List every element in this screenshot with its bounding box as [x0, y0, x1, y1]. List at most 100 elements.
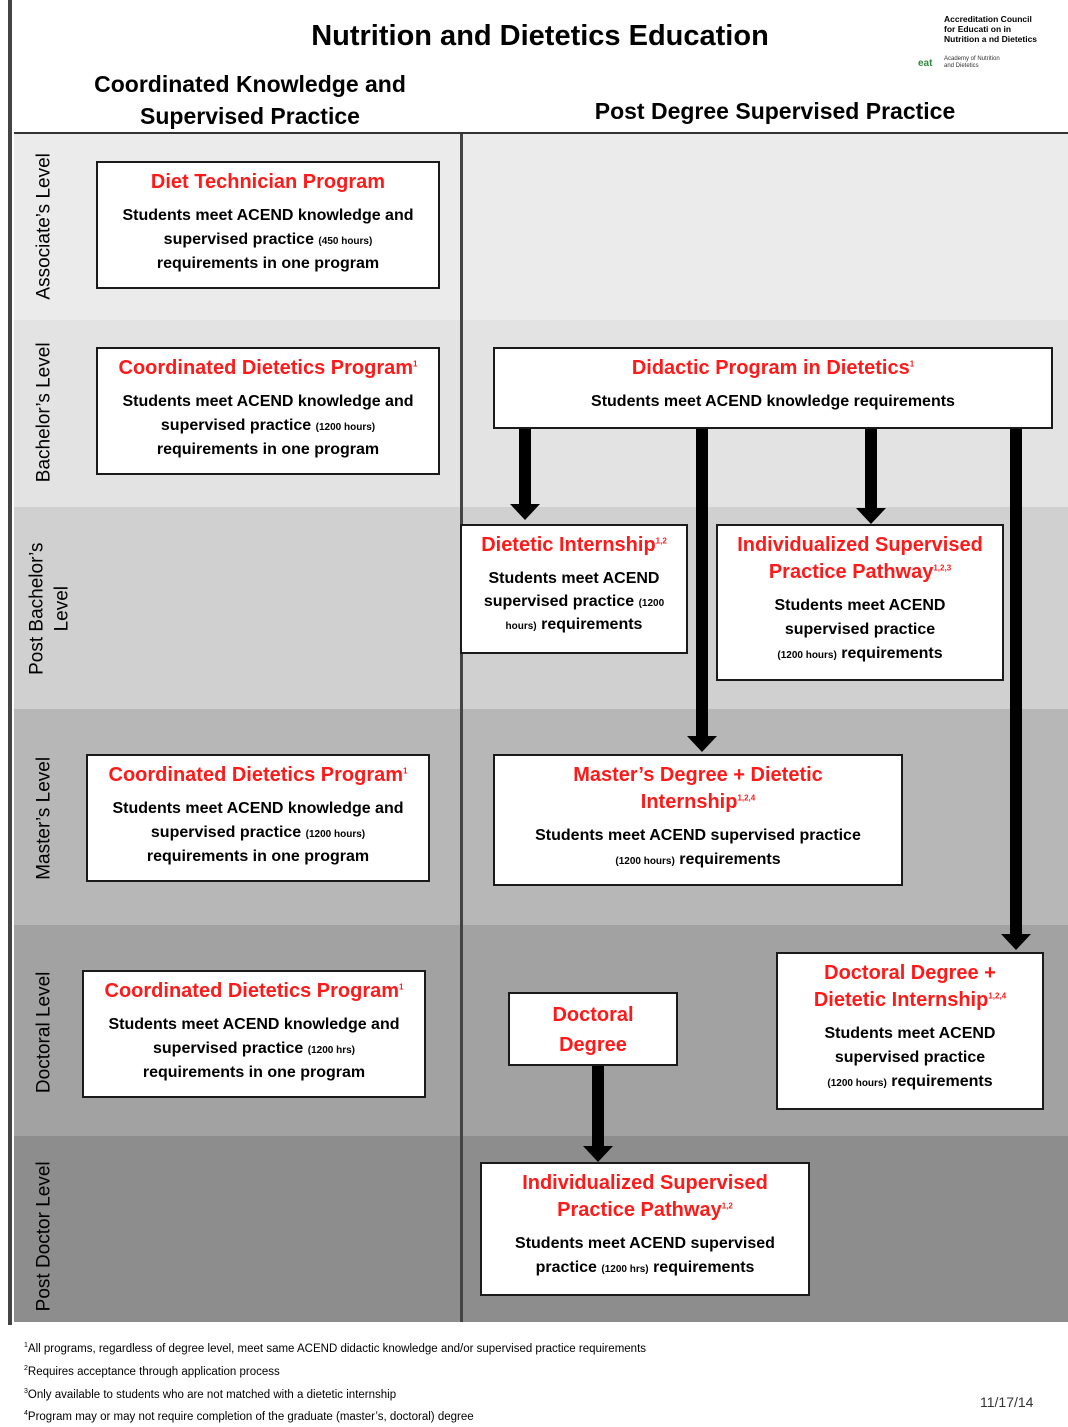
box-diet-technician-hours: (450 hours) — [318, 236, 373, 247]
left-column-heading-line-1: Coordinated Knowledge and — [94, 71, 406, 97]
footnote-text: Only available to students who are not m… — [27, 1388, 397, 1401]
left-column-heading: Coordinated Knowledge and Supervised Pra… — [60, 68, 440, 132]
level-label-post-bachelor-line-2: Level — [51, 585, 72, 632]
box-masters-internship-line-2: requirements — [674, 851, 781, 868]
arrow-dpd-to-internship — [505, 428, 545, 520]
footnote-number: 1 — [24, 1342, 28, 1349]
box-dietetic-internship-line-1: Students meet ACEND — [488, 570, 660, 587]
box-cdp-doctoral-line-2: supervised practice — [153, 1040, 308, 1057]
logo-line-1: Accreditation Council — [944, 14, 1032, 24]
box-masters-internship-footnote: 1,2,4 — [737, 793, 756, 803]
document-date: 11/17/14 — [980, 1394, 1034, 1410]
arrow-doctoral-to-isp — [578, 1066, 618, 1162]
box-isp-post-doctor-line-1: Students meet ACEND supervised — [515, 1235, 775, 1252]
box-isp-post-bachelor-title-2: Practice Pathway — [768, 561, 934, 583]
box-masters-internship-title-1: Master’s Degree + Dietetic — [573, 764, 823, 786]
box-doctoral-internship-footnote: 1,2,4 — [988, 991, 1007, 1001]
box-doctoral-internship-line-3: requirements — [886, 1073, 993, 1090]
footnote-text: Requires acceptance through application … — [27, 1365, 280, 1378]
box-doctoral-internship-title-1: Doctoral Degree + — [824, 962, 996, 984]
box-cdp-bachelor-title: Coordinated Dietetics Program — [118, 357, 414, 379]
logo-mark: eat — [918, 58, 933, 69]
logo-line-2: for Educati on in — [944, 24, 1012, 34]
box-dietetic-internship-title: Dietetic Internship — [481, 534, 656, 556]
box-cdp-doctoral: Coordinated Dietetics Program1 Students … — [82, 970, 426, 1098]
box-cdp-master: Coordinated Dietetics Program1 Students … — [86, 754, 430, 882]
box-isp-post-bachelor-line-3: requirements — [836, 645, 943, 662]
page-title: Nutrition and Dietetics Education — [311, 20, 769, 52]
acend-logo: Accreditation Council for Educati on in … — [916, 14, 1066, 84]
box-isp-post-doctor-title-2: Practice Pathway — [557, 1199, 722, 1221]
box-isp-post-doctor: Individualized Supervised Practice Pathw… — [480, 1162, 810, 1296]
box-masters-internship: Master’s Degree + Dietetic Internship1,2… — [493, 754, 903, 886]
box-cdp-doctoral-hours: (1200 hrs) — [307, 1045, 355, 1056]
box-cdp-master-title: Coordinated Dietetics Program — [108, 764, 404, 786]
box-cdp-master-line-1: Students meet ACEND knowledge and — [112, 800, 404, 817]
footnote-number: 2 — [24, 1364, 28, 1372]
box-doctoral-internship: Doctoral Degree + Dietetic Internship1,2… — [776, 952, 1044, 1110]
box-dpd-footnote: 1 — [909, 359, 915, 369]
box-cdp-doctoral-line-1: Students meet ACEND knowledge and — [108, 1016, 400, 1033]
box-isp-post-bachelor-footnote: 1,2,3 — [933, 563, 952, 573]
box-diet-technician-title: Diet Technician Program — [150, 171, 386, 193]
box-diet-technician-line-3: requirements in one program — [156, 255, 380, 272]
box-isp-post-doctor-line-2: practice — [535, 1259, 602, 1276]
box-dietetic-internship-hours-b: hours) — [505, 621, 537, 633]
box-isp-post-bachelor-title-1: Individualized Supervised — [737, 534, 983, 556]
box-cdp-bachelor-footnote: 1 — [413, 359, 418, 369]
footnote-item: 1All programs, regardless of degree leve… — [24, 1336, 646, 1359]
box-dietetic-internship-line-2: supervised practice — [483, 593, 639, 611]
box-dietetic-internship-hours-a: (1200 — [638, 598, 665, 610]
level-label-post-doctor: Post Doctor Level — [33, 1161, 55, 1312]
box-masters-internship-line-1: Students meet ACEND supervised practice — [535, 827, 861, 844]
box-doctoral-internship-title-2: Dietetic Internship — [813, 989, 989, 1011]
box-isp-post-doctor-hours: (1200 hrs) — [601, 1264, 649, 1275]
box-isp-post-bachelor-line-2: supervised practice — [784, 621, 936, 638]
box-doctoral-degree-title-2: Degree — [559, 1034, 627, 1056]
box-cdp-doctoral-footnote: 1 — [399, 982, 404, 992]
box-cdp-master-footnote: 1 — [403, 766, 408, 776]
box-cdp-bachelor-line-1: Students meet ACEND knowledge and — [122, 393, 414, 410]
box-cdp-bachelor-line-2: supervised practice — [160, 417, 316, 434]
box-cdp-master-line-2: supervised practice — [150, 824, 306, 841]
arrow-dpd-to-isp — [851, 428, 891, 524]
box-dpd-line-1: Students meet ACEND knowledge requiremen… — [591, 393, 955, 410]
box-dpd-title: Didactic Program in Dietetics — [631, 357, 910, 379]
footnote-text: Program may or may not require completio… — [27, 1411, 474, 1424]
level-label-post-bachelor-line-1: Post Bachelor’s — [26, 542, 48, 675]
box-dietetic-internship-footnote: 1,2 — [655, 536, 667, 546]
box-isp-post-bachelor-hours: (1200 hours) — [777, 650, 837, 661]
arrow-dpd-to-masters — [682, 428, 722, 752]
box-cdp-doctoral-line-3: requirements in one program — [142, 1064, 366, 1081]
arrow-dpd-to-doctoral-di — [996, 428, 1036, 950]
left-border — [8, 0, 12, 1325]
box-diet-technician-line-2: supervised practice — [163, 231, 319, 248]
box-cdp-bachelor-line-3: requirements in one program — [156, 441, 380, 458]
level-label-post-bachelor: Post Bachelor’s Level — [25, 509, 74, 709]
left-column-heading-line-2: Supervised Practice — [140, 103, 360, 130]
level-label-associate: Associate’s Level — [33, 153, 55, 300]
footnotes: 1All programs, regardless of degree leve… — [24, 1336, 646, 1427]
box-doctoral-internship-hours: (1200 hours) — [827, 1078, 887, 1089]
box-cdp-master-hours: (1200 hours) — [305, 829, 366, 840]
box-diet-technician: Diet Technician Program Students meet AC… — [96, 161, 440, 289]
box-masters-internship-hours: (1200 hours) — [615, 856, 675, 867]
right-column-heading: Post Degree Supervised Practice — [594, 98, 956, 124]
box-isp-post-doctor-footnote: 1,2 — [721, 1201, 733, 1211]
logo-line-3: Nutrition a nd Dietetics — [944, 34, 1038, 44]
box-dietetic-internship: Dietetic Internship1,2 Students meet ACE… — [460, 524, 688, 654]
box-doctoral-internship-line-2: supervised practice — [834, 1049, 986, 1066]
box-isp-post-doctor-line-2-end: requirements — [648, 1259, 755, 1276]
level-label-doctoral: Doctoral Level — [33, 971, 55, 1094]
box-masters-internship-title-2: Internship — [640, 791, 738, 813]
level-label-master: Master’s Level — [33, 756, 55, 880]
box-diet-technician-line-1: Students meet ACEND knowledge and — [122, 207, 414, 224]
box-doctoral-degree: Doctoral Degree — [508, 992, 678, 1066]
footnote-number: 3 — [24, 1387, 28, 1395]
box-doctoral-internship-line-1: Students meet ACEND — [824, 1025, 996, 1042]
header-rule — [14, 132, 1068, 134]
box-isp-post-doctor-title-1: Individualized Supervised — [522, 1172, 768, 1194]
box-isp-post-bachelor-line-1: Students meet ACEND — [774, 597, 946, 614]
footnote-number: 4 — [24, 1410, 28, 1418]
box-cdp-bachelor: Coordinated Dietetics Program1 Students … — [96, 347, 440, 475]
